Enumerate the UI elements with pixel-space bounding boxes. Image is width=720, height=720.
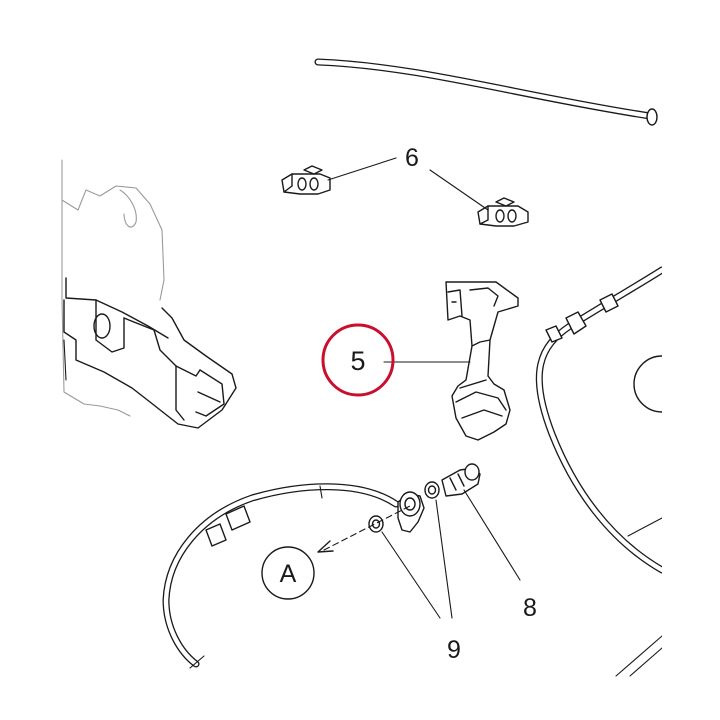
hose-bracket <box>445 281 519 441</box>
leader-6-left <box>327 157 397 181</box>
mounting-structure <box>61 159 237 429</box>
highlight-circle <box>321 323 395 397</box>
leader-9-right <box>435 499 453 619</box>
label-part-6: 6 <box>405 144 419 172</box>
axis-line <box>323 505 411 551</box>
arrow-head-to-a <box>317 540 334 553</box>
upper-hose <box>314 58 658 126</box>
leader-6-right <box>429 169 489 211</box>
clip-right <box>477 197 529 227</box>
leader-9-left <box>381 531 441 619</box>
clip-left <box>281 165 331 195</box>
lower-hose <box>162 483 400 669</box>
crop-mask <box>662 0 720 720</box>
right-hose <box>535 266 666 677</box>
label-part-9: 9 <box>447 636 461 664</box>
leader-8 <box>463 489 521 581</box>
banjo-assembly <box>368 463 481 533</box>
ref-label-a: A <box>280 560 297 588</box>
label-part-5: 5 <box>350 346 365 376</box>
ref-circle-a <box>261 546 315 600</box>
label-part-8: 8 <box>523 594 537 622</box>
